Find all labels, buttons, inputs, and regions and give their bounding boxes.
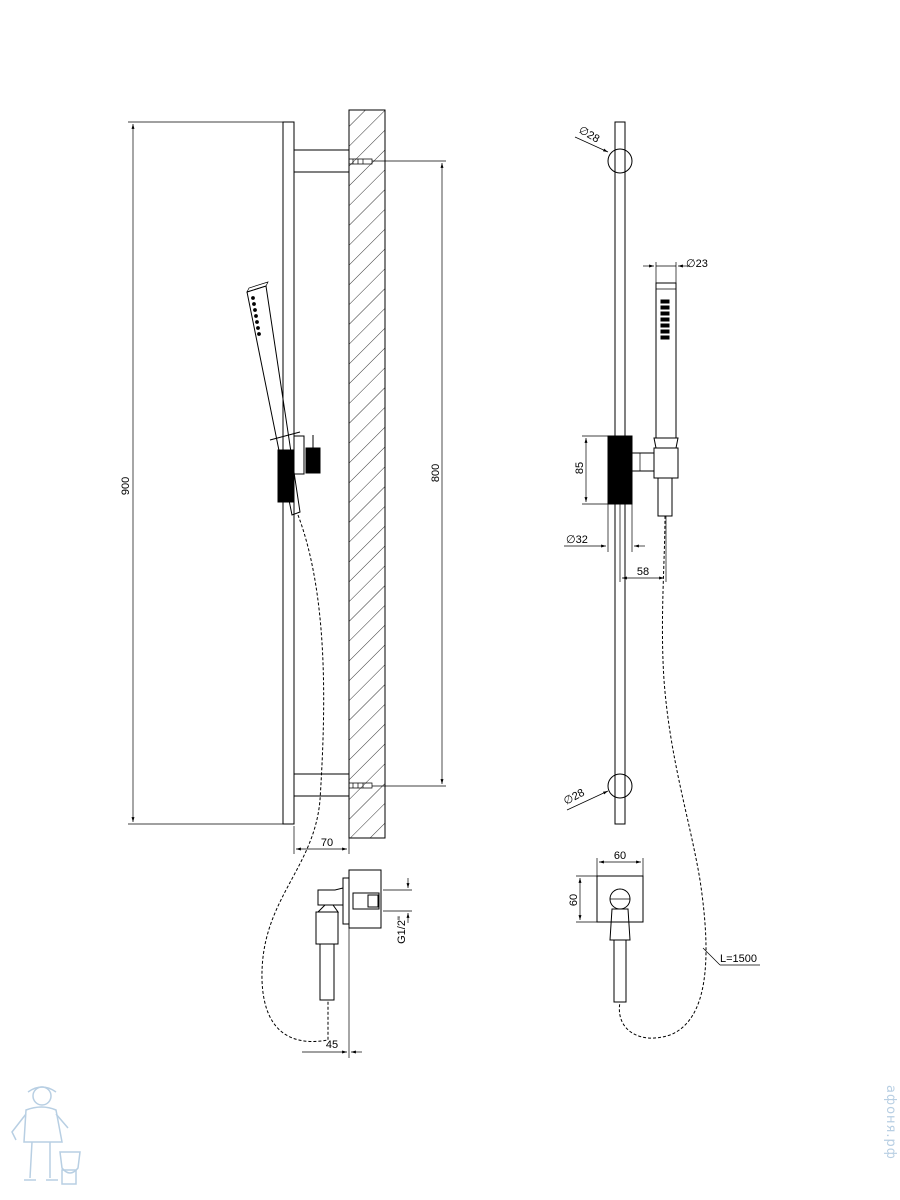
hose-front	[618, 515, 707, 1039]
hose-side	[261, 514, 329, 1042]
wall-section	[348, 109, 386, 839]
front-view: ∅28 ∅28	[562, 121, 760, 1039]
slider-holder-side	[277, 449, 295, 503]
dim-rail-diameter-top: ∅28	[577, 124, 602, 145]
spray-nozzles	[251, 296, 261, 336]
top-screw	[348, 158, 373, 165]
slider-holder-front	[607, 435, 633, 505]
bottom-mount-bracket	[293, 773, 350, 797]
plumber-logo	[11, 1086, 81, 1185]
watermark: афоня.рф	[883, 1085, 898, 1160]
dim-outlet-width: 60	[614, 850, 626, 862]
dim-mount-spacing: 800	[430, 464, 442, 482]
hand-shower-front	[653, 282, 679, 517]
spray-nozzles-front	[660, 299, 670, 340]
dim-holder-diameter: ∅32	[566, 534, 588, 546]
dim-thread: G1/2"	[396, 916, 408, 944]
bottom-screw	[348, 782, 373, 789]
dim-holder-offset: 58	[637, 566, 649, 578]
dim-wall-offset: 70	[321, 837, 333, 849]
bottom-mount-circle	[607, 773, 633, 799]
dim-rail-diameter-bottom: ∅28	[562, 787, 587, 808]
wall-outlet-front	[596, 875, 644, 1003]
dim-outlet-height: 60	[568, 894, 580, 906]
dim-handshower-diameter: ∅23	[686, 258, 708, 270]
dim-total-height: 900	[120, 477, 132, 495]
dim-holder-height: 85	[574, 462, 586, 474]
top-mount-circle	[607, 148, 633, 174]
hand-shower-side	[246, 281, 301, 516]
side-view: 900 800 70 G1/2" 45	[120, 109, 446, 1058]
dim-hose-length: L=1500	[720, 953, 757, 965]
wall-outlet-side	[315, 869, 382, 1001]
top-mount-bracket	[293, 149, 350, 173]
dim-outlet-depth: 45	[326, 1039, 338, 1051]
